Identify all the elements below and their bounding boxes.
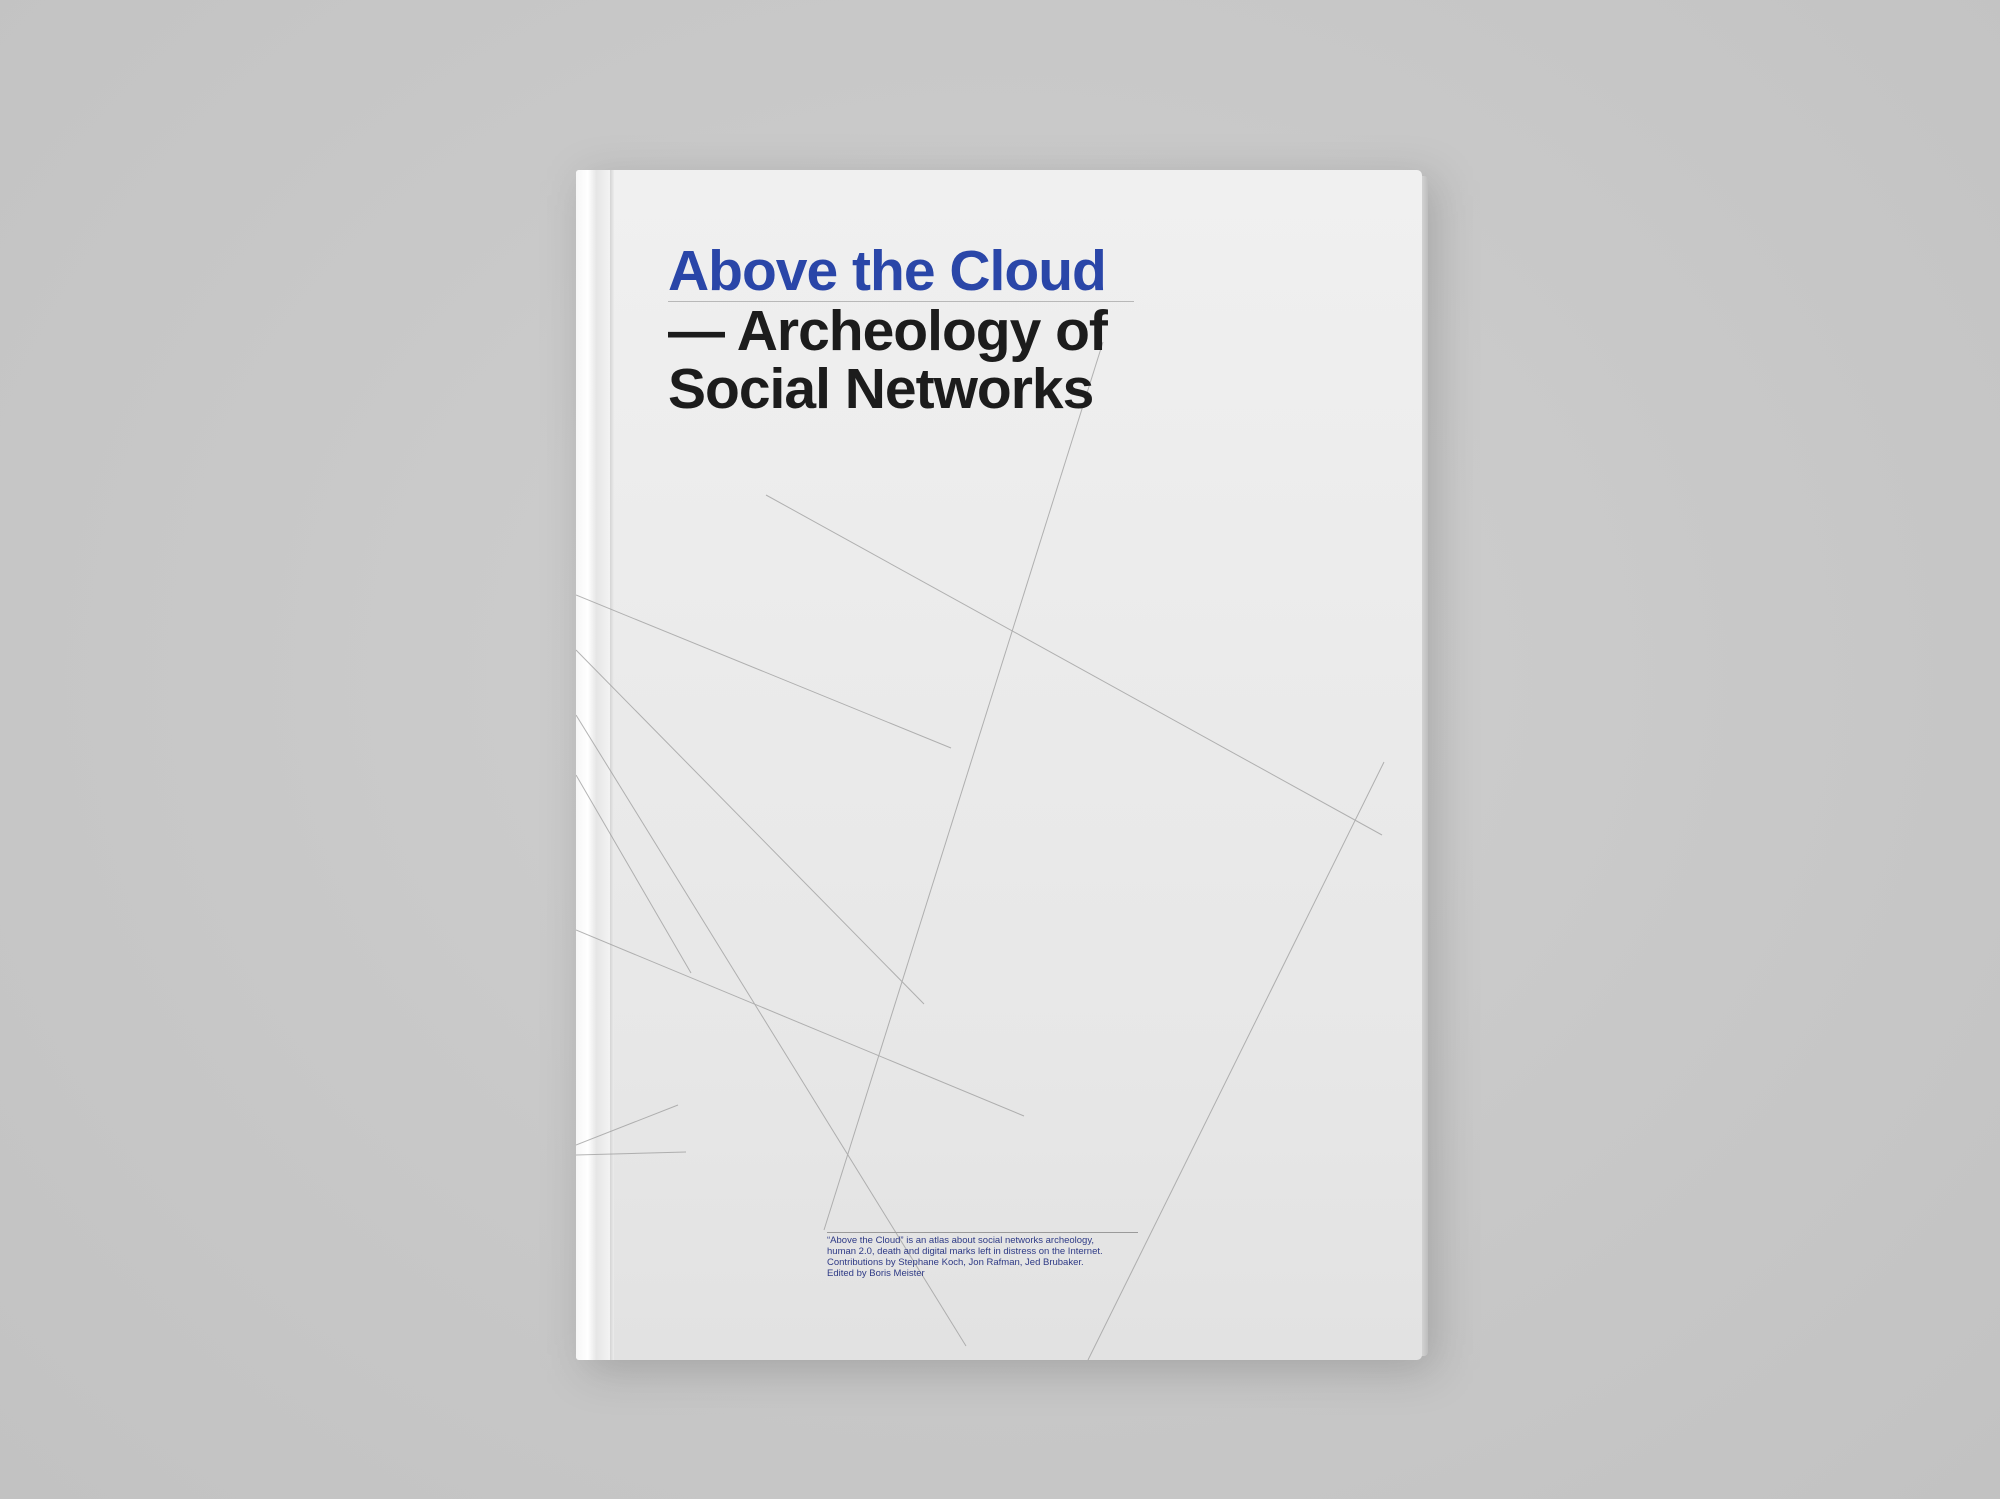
book-hinge — [610, 170, 614, 1360]
title-line-2: — Archeology of — [668, 299, 1108, 363]
title-line-1: Above the Cloud — [668, 239, 1107, 303]
book-spine — [576, 170, 610, 1360]
network-line — [576, 774, 692, 974]
blurb-line: Contributions by Stephane Koch, Jon Rafm… — [827, 1257, 1084, 1268]
network-line — [576, 1104, 679, 1146]
title-rule — [668, 301, 1134, 302]
network-lines-graphic — [576, 341, 1385, 1360]
network-line — [1087, 761, 1385, 1360]
blurb-rule — [827, 1232, 1138, 1233]
title-line-3: Social Networks — [668, 357, 1094, 421]
book-page-edge — [1420, 176, 1428, 1356]
blurb-line: human 2.0, death and digital marks left … — [827, 1246, 1103, 1257]
network-line — [576, 649, 925, 1005]
network-line — [576, 594, 952, 749]
blurb-line: Edited by Boris Meister — [827, 1268, 925, 1279]
book-cover: Above the Cloud — Archeology of Social N… — [576, 170, 1422, 1360]
network-line — [823, 341, 1104, 1231]
network-line — [576, 714, 967, 1347]
network-line — [576, 929, 1025, 1117]
network-line — [765, 494, 1383, 836]
cover-title: Above the Cloud — Archeology of Social N… — [668, 242, 1188, 418]
cover-blurb: “Above the Cloud” is an atlas about soci… — [827, 1232, 1147, 1279]
blurb-line: “Above the Cloud” is an atlas about soci… — [827, 1235, 1095, 1246]
network-line — [576, 1151, 687, 1156]
